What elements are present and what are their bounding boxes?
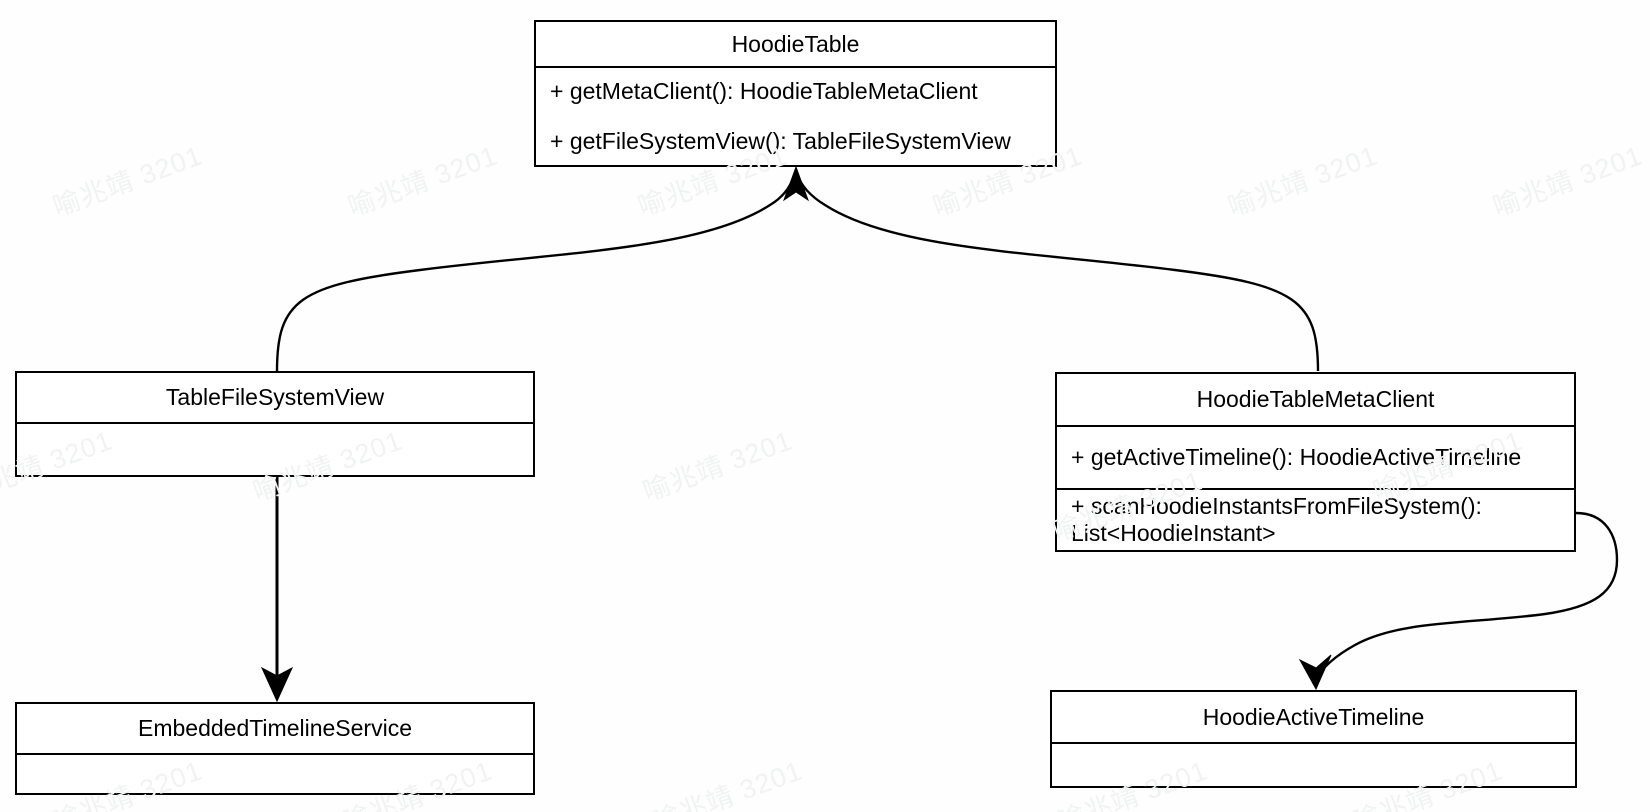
uml-class-embedded-timeline-service[interactable]: EmbeddedTimelineService [15,702,535,795]
uml-class-hoodie-table-meta-client[interactable]: HoodieTableMetaClient + getActiveTimeline… [1055,372,1576,552]
uml-section-hoodie-active-timeline-0 [1052,744,1575,786]
uml-member: + getMetaClient(): HoodieTableMetaClient [550,78,978,105]
uml-class-table-file-system-view[interactable]: TableFileSystemView [15,371,535,477]
uml-member: + scanHoodieInstantsFromFileSystem(): Li… [1071,492,1482,546]
arrowhead-into-hoodieactivetimeline [1298,654,1332,691]
arrowhead-into-hoodietable [783,165,809,202]
uml-section-hoodie-table-0: + getMetaClient(): HoodieTableMetaClient… [536,68,1055,165]
uml-class-body-hoodie-table: + getMetaClient(): HoodieTableMetaClient… [536,68,1055,165]
uml-class-name-hoodie-table: HoodieTable [536,22,1055,68]
edge-tablefilesystemview-to-hoodietable [275,175,796,372]
uml-class-name-hoodie-table-meta-client: HoodieTableMetaClient [1057,374,1574,427]
uml-class-name-table-file-system-view: TableFileSystemView [17,373,533,424]
uml-class-hoodie-table[interactable]: HoodieTable+ getMetaClient(): HoodieTabl… [534,20,1057,167]
uml-class-name-hoodie-active-timeline: HoodieActiveTimeline [1052,692,1575,744]
uml-section-table-file-system-view-0 [17,424,533,475]
uml-section-hoodie-table-meta-client-1: + scanHoodieInstantsFromFileSystem(): Li… [1057,487,1574,551]
uml-class-hoodie-active-timeline[interactable]: HoodieActiveTimeline [1050,690,1577,788]
uml-class-name-embedded-timeline-service: EmbeddedTimelineService [17,704,533,755]
uml-class-body-hoodie-table-meta-client: + getActiveTimeline(): HoodieActiveTimel… [1057,427,1574,550]
edge-hoodietablemetaclient-to-hoodietable [796,175,1320,372]
uml-class-body-table-file-system-view [17,424,533,475]
uml-class-body-hoodie-active-timeline [1052,744,1575,786]
uml-section-hoodie-table-meta-client-0: + getActiveTimeline(): HoodieActiveTimel… [1057,427,1574,488]
arrowhead-into-embeddedtimelineservice [260,666,294,703]
edge-hoodietablemetaclient-to-hoodieactivetimeline [1315,511,1619,679]
uml-member: + getActiveTimeline(): HoodieActiveTimel… [1071,443,1522,470]
uml-class-body-embedded-timeline-service [17,755,533,793]
uml-section-embedded-timeline-service-0 [17,755,533,793]
uml-member: + getFileSystemView(): TableFileSystemVi… [550,127,1011,154]
